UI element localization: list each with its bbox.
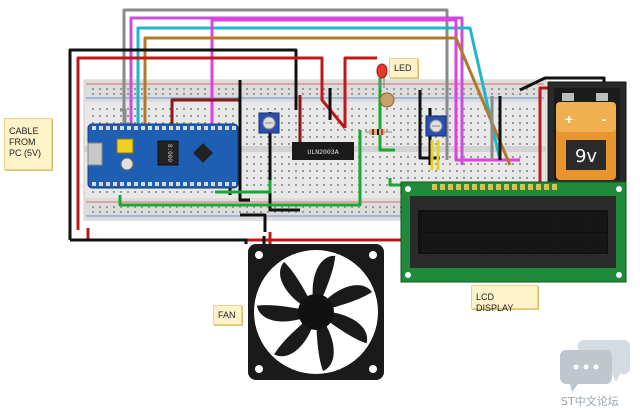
cable-note-line-1: CABLE [9,126,39,136]
mcu-chip-label: 8:000 [166,144,173,162]
lcd-display-note: LCD DISPLAY [471,285,538,313]
chat-bubbles-icon [560,340,630,392]
lcd-display [400,181,627,283]
led-note: LED [389,58,418,78]
potentiometer-left [258,112,280,134]
mcu-board: 8:000 [87,123,239,189]
led [376,63,388,88]
crystal-chip [193,143,213,163]
usb-connector [87,142,103,166]
capacitor [379,92,395,108]
driver-ic: ULN2003A [292,142,354,160]
resistor [365,129,392,135]
battery-plus: + [565,111,573,127]
fan-note: FAN [213,305,242,325]
battery-minus: - [602,111,607,127]
fan [248,244,384,380]
cable-from-pc-note: CABLE FROM PC (5V) [4,118,52,170]
mcu-chip [157,140,179,166]
battery: + - 9v [547,81,627,185]
potentiometer-right [425,115,447,137]
watermark-text: ST中文论坛 [561,395,619,408]
jumper-block [116,138,134,154]
driver-ic-label: ULN2003A [307,149,338,156]
cable-note-line-2: FROM [9,137,36,147]
reset-button [120,157,134,171]
battery-voltage-label: 9v [575,146,597,167]
cable-note-line-3: PC (5V) [9,148,42,158]
